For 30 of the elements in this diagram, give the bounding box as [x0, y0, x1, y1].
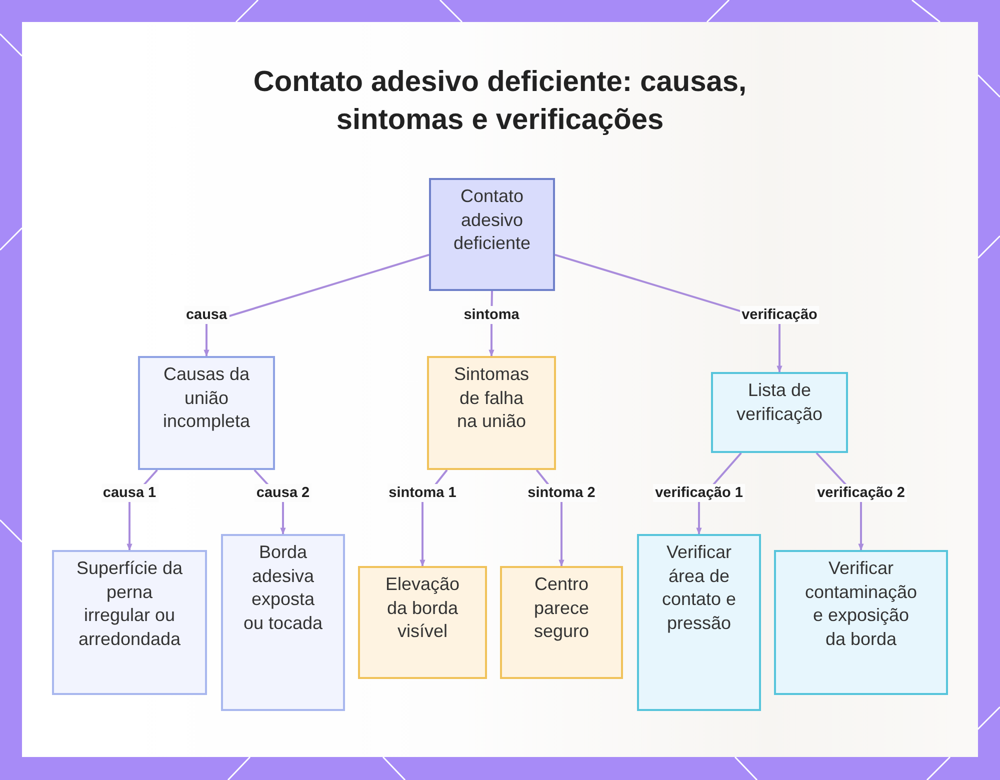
concept-box — [221, 534, 345, 711]
concept-box — [711, 372, 848, 453]
title: Contato adesivo deficiente: causas, sintomas e verificações — [252, 65, 748, 138]
edge-label: sintoma 1 — [386, 484, 458, 502]
concept-box — [500, 566, 623, 679]
edge-label: sintoma 2 — [526, 484, 598, 502]
concept-box — [774, 550, 948, 695]
concept-box — [429, 178, 555, 291]
concept-box — [637, 534, 761, 711]
box-label: Verificar contaminação e exposição da borda — [804, 557, 918, 650]
connector — [204, 254, 430, 357]
box-label: Borda adesiva exposta ou tocada — [242, 541, 324, 634]
box-label: Elevação da borda visível — [384, 573, 461, 643]
box-label: Lista de verificação — [735, 379, 824, 426]
box-label: Causas da união incompleta — [162, 363, 252, 433]
box-label: Centro parece seguro — [532, 573, 590, 643]
edge-label: verificação 2 — [815, 484, 907, 502]
edge-label: sintoma — [462, 306, 522, 324]
edge-label: verificação — [740, 306, 820, 324]
concept-box — [427, 356, 556, 470]
concept-box — [52, 550, 207, 695]
concept-box — [138, 356, 275, 470]
box-label: Contato adesivo deficiente — [452, 185, 532, 255]
box-label: Sintomas de falha na união — [452, 363, 530, 433]
box-label: Verificar área de contato e pressão — [660, 541, 738, 635]
edge-label: causa 2 — [254, 484, 312, 502]
box-label: Superfície da perna irregular ou arredondada — [75, 557, 184, 650]
edge-label: causa 1 — [100, 484, 158, 502]
edge-label: verificação 1 — [653, 484, 745, 502]
concept-box — [358, 566, 487, 679]
